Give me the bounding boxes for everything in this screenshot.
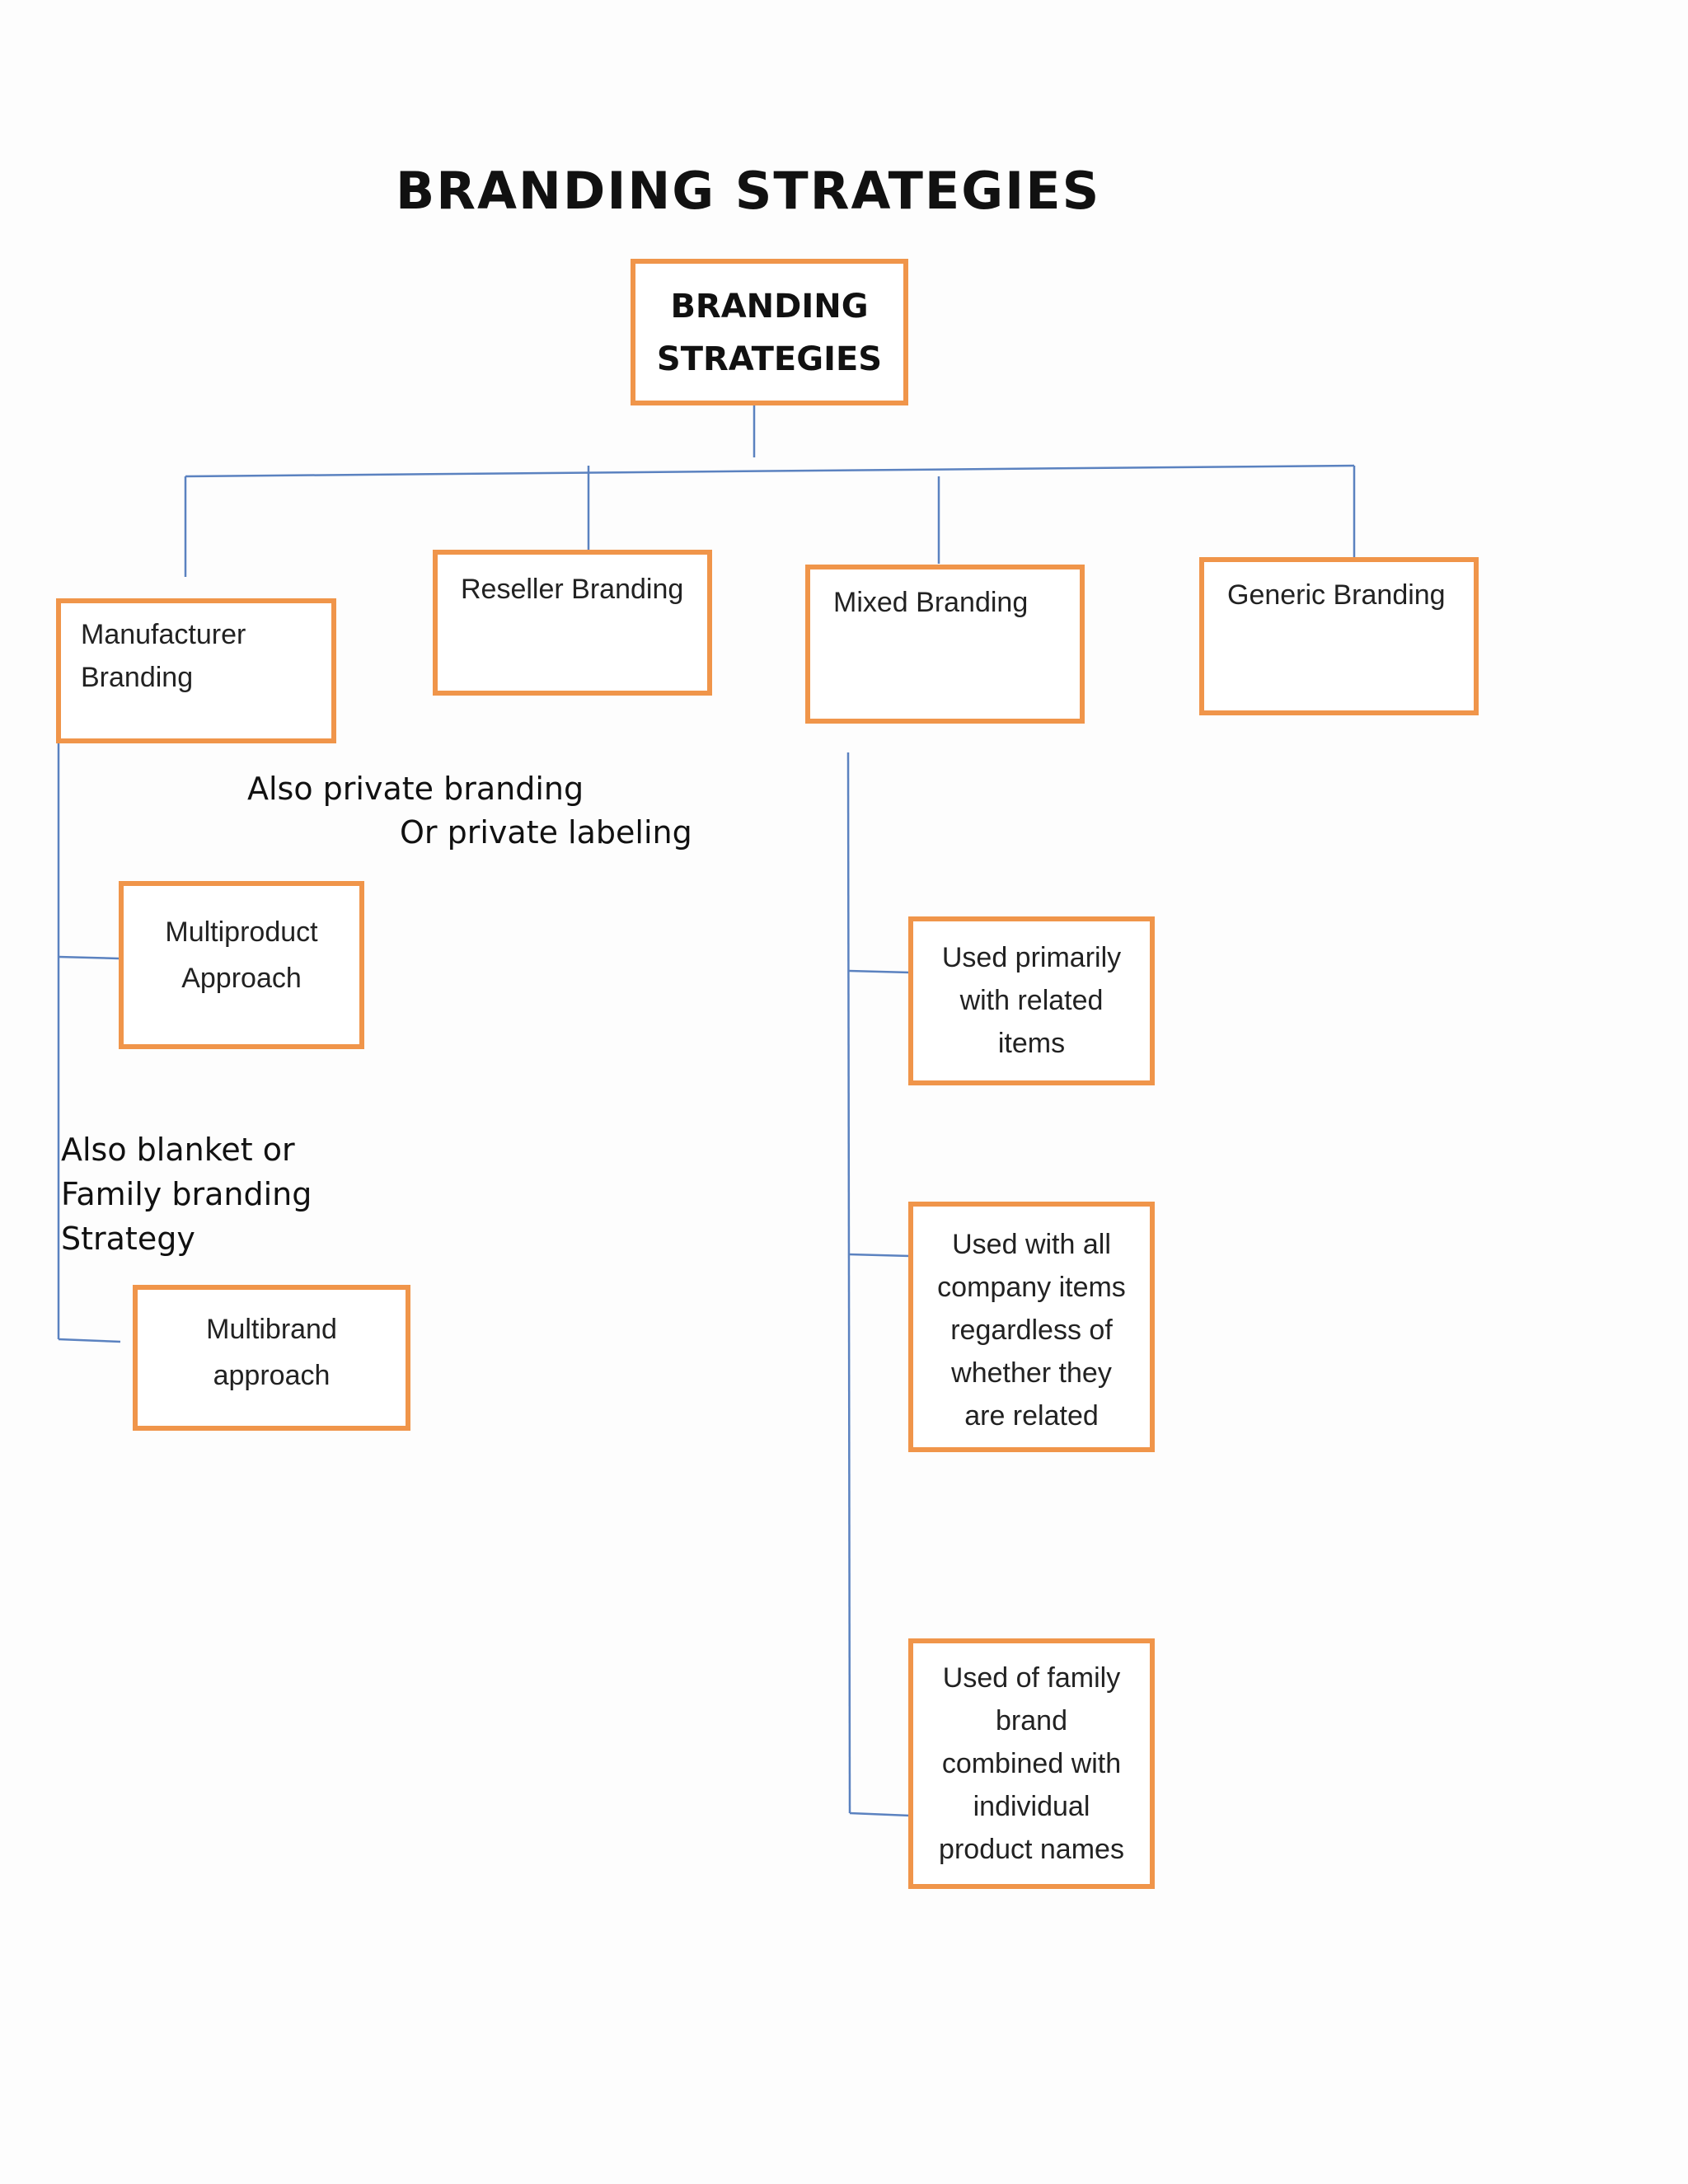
- family-brand-label: Used of family brand combined with indiv…: [939, 1662, 1124, 1865]
- multibrand-link: [58, 1338, 121, 1343]
- related-link: [848, 969, 911, 974]
- family-brand-box: Used of family brand combined with indiv…: [908, 1638, 1155, 1889]
- mixed-branding-label: Mixed Branding: [833, 587, 1029, 618]
- reseller-branding-box: Reseller Branding: [433, 550, 712, 696]
- mixed-spine: [846, 752, 851, 1814]
- mixed-branding-box: Mixed Branding: [805, 565, 1085, 724]
- all-items-link: [848, 1253, 911, 1258]
- root-box: BRANDING STRATEGIES: [631, 259, 908, 405]
- branch-bar: [185, 464, 1355, 478]
- generic-branding-box: Generic Branding: [1199, 557, 1479, 715]
- all-company-items-label: Used with all company items regardless o…: [937, 1229, 1126, 1432]
- multibrand-approach-label: Multibrand approach: [206, 1314, 337, 1391]
- manufacturer-branding-label: Manufacturer Branding: [81, 619, 246, 693]
- private-branding-note-line1: Also private branding: [247, 771, 584, 807]
- root-label: BRANDING STRATEGIES: [656, 288, 883, 378]
- private-branding-note-line2: Or private labeling: [400, 814, 692, 851]
- multibrand-approach-box: Multibrand approach: [133, 1285, 410, 1431]
- page-title: BRANDING STRATEGIES: [396, 161, 1101, 221]
- family-link: [849, 1811, 911, 1817]
- multiproduct-approach-label: Multiproduct Approach: [165, 916, 318, 994]
- generic-branding-label: Generic Branding: [1227, 579, 1446, 611]
- blanket-branding-note: Also blanket or Family branding Strategy: [61, 1132, 312, 1257]
- related-items-box: Used primarily with related items: [908, 916, 1155, 1085]
- manufacturer-branding-box: Manufacturer Branding: [56, 598, 336, 743]
- multiproduct-approach-box: Multiproduct Approach: [119, 881, 364, 1049]
- multiproduct-link: [58, 955, 120, 960]
- all-company-items-box: Used with all company items regardless o…: [908, 1202, 1155, 1452]
- reseller-branding-label: Reseller Branding: [461, 574, 684, 605]
- related-items-label: Used primarily with related items: [941, 942, 1122, 1059]
